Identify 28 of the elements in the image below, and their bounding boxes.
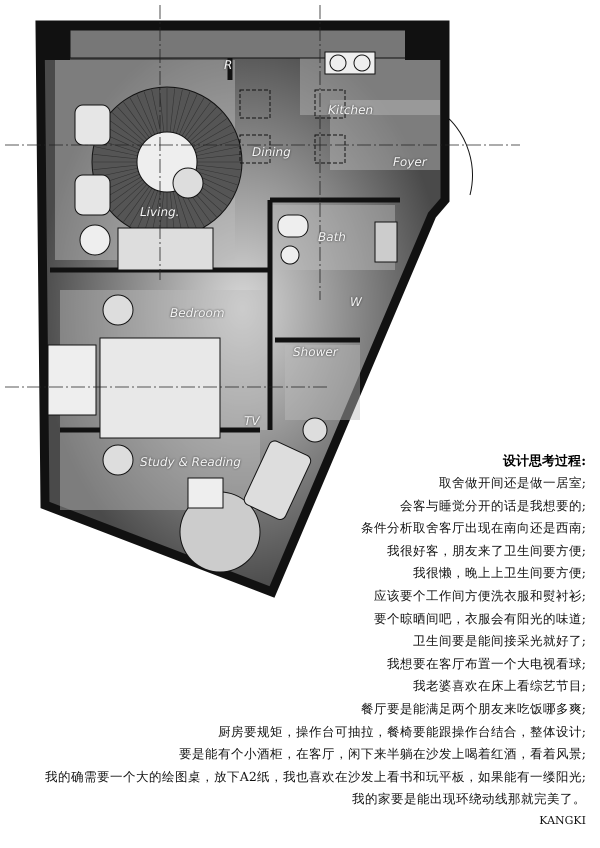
note-line: 我的家要是能出现环绕动线那就完美了。	[352, 791, 586, 808]
note-line: 餐厅要是能满足两个朋友来吃饭哪多爽;	[360, 701, 586, 718]
room-label: Bath	[318, 230, 346, 244]
heading: 设计思考过程:	[503, 453, 586, 470]
room-label: W	[350, 295, 362, 309]
room-label: Bedroom	[170, 306, 225, 320]
room-label: R	[224, 58, 232, 72]
note-line: 我老婆喜欢在床上看综艺节目;	[412, 678, 586, 696]
note-line: 我想要在客厅布置一个大电视看球;	[386, 656, 586, 673]
note-line: 厨房要规矩，操作台可抽拉，餐椅要能跟操作台结合，整体设计;	[218, 724, 586, 741]
room-label: Shower	[293, 345, 338, 359]
room-label: Foyer	[393, 155, 427, 169]
room-label: TV	[244, 414, 260, 428]
note-line: 条件分析取舍客厅出现在南向还是西南;	[360, 520, 586, 538]
room-label: Dining	[252, 145, 291, 159]
note-line: 会客与睡觉分开的话是我想要的;	[400, 498, 586, 515]
room-label: Living.	[140, 205, 180, 219]
note-line: 我很好客，朋友来了卫生间要方便;	[386, 542, 586, 560]
note-line: 我的确需要一个大的绘图桌，放下A2纸，我也喜欢在沙发上看书和玩平板，如果能有一缕阳光;	[44, 768, 586, 786]
signature: KANGKI	[539, 814, 586, 827]
room-label: Kitchen	[328, 103, 374, 117]
room-label: Study & Reading	[140, 455, 241, 469]
note-line: 要个晾晒间吧，衣服会有阳光的味道;	[374, 610, 586, 628]
note-line: 卫生间要是能间接采光就好了;	[412, 633, 586, 650]
note-line: 我很懒，晚上上卫生间要方便;	[412, 565, 586, 582]
note-line: 应该要个工作间方便洗衣服和熨衬衫;	[374, 588, 586, 605]
note-line: 取舍做开间还是做一居室;	[438, 475, 586, 492]
note-line: 要是能有个小酒柜，在客厅，闲下来半躺在沙发上喝着红酒，看着风景;	[178, 746, 586, 764]
